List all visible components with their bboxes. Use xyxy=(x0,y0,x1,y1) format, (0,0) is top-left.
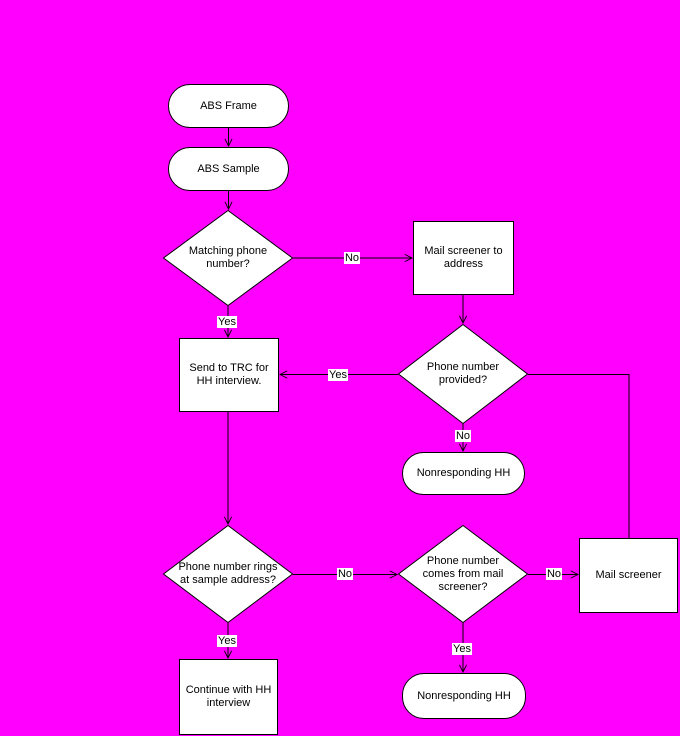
node-send-to-trc: Send to TRC for HH interview. xyxy=(179,338,279,412)
node-mail-screener: Mail screener xyxy=(579,538,678,613)
node-phone-from-mail-screener: Phone number comes from mail screener? xyxy=(398,525,528,623)
edge-label-no: No xyxy=(545,568,563,580)
node-label: Matching phone number? xyxy=(188,245,268,270)
node-label: Continue with HH interview xyxy=(185,684,272,709)
node-phone-number-rings: Phone number rings at sample address? xyxy=(163,525,293,623)
node-label: Send to TRC for HH interview. xyxy=(189,362,269,387)
node-label: ABS Sample xyxy=(197,162,260,175)
node-label: ABS Frame xyxy=(200,99,257,112)
node-matching-phone-number: Matching phone number? xyxy=(163,210,293,306)
edge-label-yes: Yes xyxy=(217,316,237,328)
node-label: Phone number comes from mail screener? xyxy=(422,554,504,593)
edge-label-yes: Yes xyxy=(452,643,472,655)
node-nonresponding-hh-upper: Nonresponding HH xyxy=(402,452,525,495)
node-label: Mail screener to address xyxy=(424,245,503,270)
node-continue-hh-interview: Continue with HH interview xyxy=(179,659,278,735)
node-nonresponding-hh-lower: Nonresponding HH xyxy=(402,673,526,719)
node-label: Nonresponding HH xyxy=(416,467,511,479)
node-mail-screener-to-address: Mail screener to address xyxy=(413,221,514,295)
diamond-shape xyxy=(398,525,528,623)
node-phone-number-provided: Phone number provided? xyxy=(398,324,528,424)
node-label: Nonresponding HH xyxy=(417,689,511,702)
node-label: Phone number rings at sample address? xyxy=(178,561,278,586)
node-abs-sample: ABS Sample xyxy=(168,147,289,191)
edge-label-no: No xyxy=(343,252,361,264)
diamond-shape xyxy=(163,210,293,306)
node-label: Phone number provided? xyxy=(426,361,500,386)
edge-label-no: No xyxy=(454,430,472,442)
edge-label-yes: Yes xyxy=(217,635,237,647)
node-abs-frame: ABS Frame xyxy=(168,84,289,128)
diamond-shape xyxy=(163,525,293,623)
diamond-shape xyxy=(398,324,528,424)
edge-label-yes: Yes xyxy=(328,369,348,381)
node-label: Mail screener xyxy=(595,569,662,581)
edge-label-no: No xyxy=(336,568,354,580)
